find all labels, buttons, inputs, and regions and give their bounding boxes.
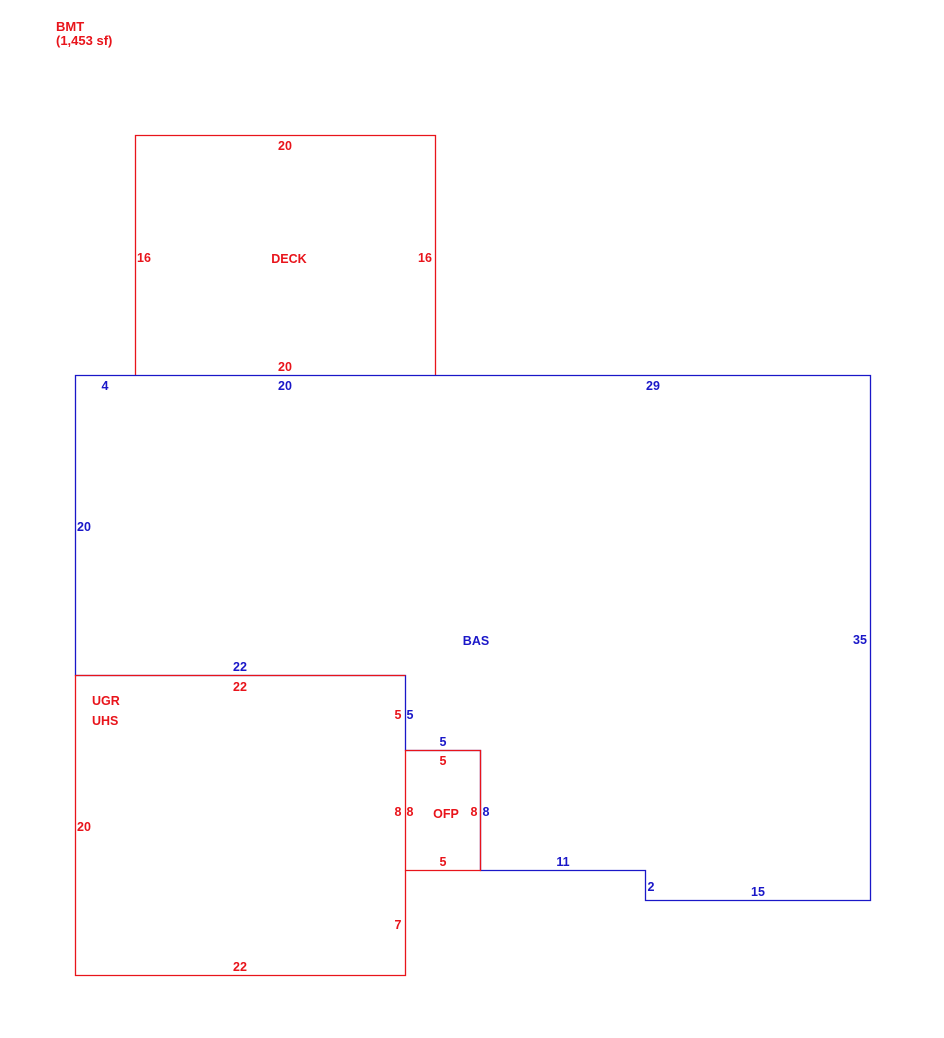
dim-bas-right: 35 — [853, 633, 867, 647]
sketch-header: BMT (1,453 sf) — [56, 20, 112, 48]
dim-deck-right: 16 — [418, 251, 432, 265]
dim-bas-bottom-right: 15 — [751, 885, 765, 899]
dim-garage-bottom: 22 — [233, 960, 247, 974]
dim-garage-left: 20 — [77, 820, 91, 834]
area-label-deck: DECK — [271, 252, 306, 266]
ofp-outline — [404, 749, 482, 872]
dim-garage-right-upper: 5 — [395, 708, 402, 722]
area-label-ofp: OFP — [433, 807, 459, 821]
dim-ofp-bottom: 5 — [440, 855, 447, 869]
dim-ofp-top: 5 — [440, 754, 447, 768]
dim-bas-top-left-segment: 4 — [102, 379, 109, 393]
area-label-ugr: UGR — [92, 694, 120, 708]
dim-garage-right-mid: 8 — [395, 805, 402, 819]
dim-bas-top-right: 29 — [646, 379, 660, 393]
dim-bas-top-middle: 20 — [278, 379, 292, 393]
dim-garage-top: 22 — [233, 680, 247, 694]
sketch-code: BMT — [56, 19, 85, 34]
dim-ofp-left: 8 — [407, 805, 414, 819]
dim-deck-left: 16 — [137, 251, 151, 265]
garage-outline — [74, 674, 407, 977]
dim-deck-top: 20 — [278, 139, 292, 153]
dim-bas-garage-top: 22 — [233, 660, 247, 674]
dim-ofp-right: 8 — [471, 805, 478, 819]
bas-outline — [74, 374, 872, 902]
dim-garage-right-lower: 7 — [395, 918, 402, 932]
dim-bas-left: 20 — [77, 520, 91, 534]
deck-outline — [134, 134, 437, 375]
dim-bas-ofp-top: 5 — [440, 735, 447, 749]
dim-bas-garage-right: 5 — [407, 708, 414, 722]
area-label-bas: BAS — [463, 634, 489, 648]
dim-bas-ofp-right: 8 — [483, 805, 490, 819]
area-label-uhs: UHS — [92, 714, 118, 728]
dim-bas-bottom-mid: 11 — [556, 855, 569, 869]
dim-bas-step: 2 — [648, 880, 655, 894]
dim-deck-bottom: 20 — [278, 360, 292, 374]
sketch-total-area: (1,453 sf) — [56, 33, 113, 48]
